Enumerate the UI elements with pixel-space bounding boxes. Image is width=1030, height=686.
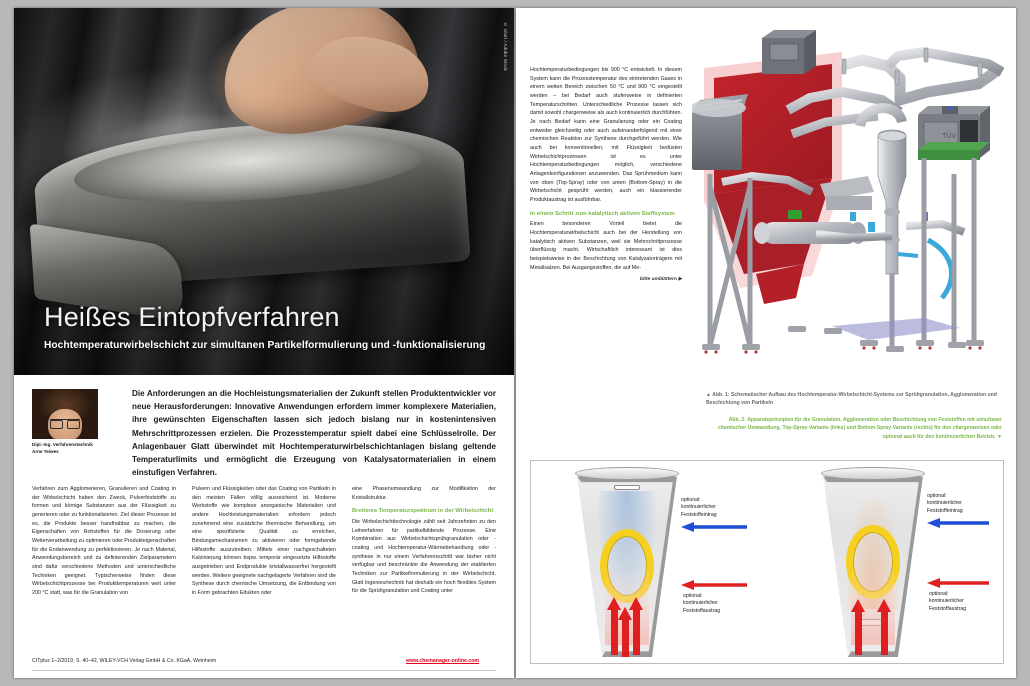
section-heading: In einem Schritt zum katalytisch aktiven…: [530, 210, 675, 217]
body-columns: Verfahren zum Agglomerieren, Granulieren…: [32, 485, 496, 645]
gas-arrow-stem: [611, 609, 618, 655]
left-inlet-arrow: [681, 522, 747, 532]
gas-arrow-head: [851, 599, 865, 612]
gas-arrow-stem: [633, 609, 640, 655]
left-outlet-label: optional: kontinuierlicher Feststoffaust…: [683, 593, 721, 614]
right-body-column: Hochtemperaturbedingungen bis 900 °C ent…: [530, 66, 682, 284]
body-column-1: Verfahren zum Agglomerieren, Granulieren…: [32, 485, 176, 645]
gas-arrow-head: [618, 607, 632, 620]
top-spray-nozzle: [614, 485, 640, 490]
right-outlet-arrow: [927, 578, 989, 588]
footer-url-link[interactable]: www.chemanager-online.com: [406, 658, 480, 664]
footer-divider: [32, 670, 496, 671]
paragraph: eine Phasenumwandlung zur Modifikation d…: [352, 486, 496, 501]
lead-paragraph: Die Anforderungen an die Hochleistungsma…: [132, 389, 496, 478]
glasses-icon: [50, 419, 80, 429]
continue-note: bitte umblättern ▶: [639, 277, 682, 283]
left-inlet-label: optional: kontinuierlicher Feststoffeint…: [681, 497, 717, 518]
author-block: Dipl.-Ing. Verfahrenstechnik Arne Teiwes: [32, 383, 118, 483]
right-page: Hochtemperaturbedingungen bis 900 °C ent…: [516, 8, 1016, 678]
section-heading: Breiteres Temperaturspektrum in der Wirb…: [352, 508, 494, 515]
paragraph: Verfahren zum Agglomerieren, Granulieren…: [32, 486, 176, 596]
body-column-3: eine Phasenumwandlung zur Modifikation d…: [352, 485, 496, 645]
vessel-top-spray: [575, 467, 679, 657]
photo-credit: © Glatt / Adobe Stock: [503, 22, 508, 71]
paragraph: Einen besonderen Vorteil bietet die Hoch…: [530, 221, 682, 271]
hero-image: © Glatt / Adobe Stock Heißes Eintopfverf…: [14, 8, 514, 375]
gas-arrow-head: [607, 597, 621, 610]
paragraph: Die Wirbelschichttechnologie zählt seit …: [352, 519, 496, 595]
left-outlet-arrow: [681, 580, 747, 590]
figure-2-diagram: optional: kontinuierlicher Feststoffeint…: [530, 460, 1004, 664]
plant-illustration-svg: TÜV: [690, 30, 1005, 354]
vessel-lid: [821, 467, 925, 480]
hero-vignette: [14, 8, 514, 375]
paragraph: Pulvern und Flüssigkeiten oder das Coati…: [192, 486, 336, 596]
lead-section: Dipl.-Ing. Verfahrenstechnik Arne Teiwes…: [14, 383, 514, 483]
vessel-lid: [575, 467, 679, 480]
author-caption: Dipl.-Ing. Verfahrenstechnik Arne Teiwes: [32, 442, 93, 454]
page-subtitle: Hochtemperaturwirbelschicht zur simultan…: [44, 340, 486, 351]
footer-source: CITplus 1–2/2019, S. 40–42, WILEY-VCH Ve…: [32, 658, 217, 664]
body-column-2: Pulvern und Flüssigkeiten oder das Coati…: [192, 485, 336, 645]
left-page: © Glatt / Adobe Stock Heißes Eintopfverf…: [14, 8, 514, 678]
gas-arrow-head: [877, 599, 891, 612]
plant-illustration: TÜV: [690, 26, 1005, 386]
figure-1-caption: ▲ Abb. 1: Schematischer Aufbau des Hocht…: [706, 392, 997, 406]
right-outlet-label: optional: kontinuierlicher Feststoffaust…: [929, 591, 967, 612]
vessel-bottom-spray: [821, 467, 925, 657]
right-inlet-arrow: [927, 518, 989, 528]
gas-arrow-stem: [881, 611, 888, 655]
figure-2-caption: Abb. 2: Apparateprinzipien für die Granu…: [717, 417, 1002, 440]
gas-arrow-stem: [622, 619, 629, 657]
paragraph: Hochtemperaturbedingungen bis 900 °C ent…: [530, 67, 682, 203]
gas-arrow-stem: [855, 611, 862, 655]
right-inlet-label: optional: kontinuierlicher Feststoffeint…: [927, 493, 963, 514]
avatar: [32, 389, 98, 439]
page-title: Heißes Eintopfverfahren: [44, 302, 340, 332]
gas-arrow-head: [629, 597, 643, 610]
svg-text:TÜV: TÜV: [942, 132, 956, 140]
